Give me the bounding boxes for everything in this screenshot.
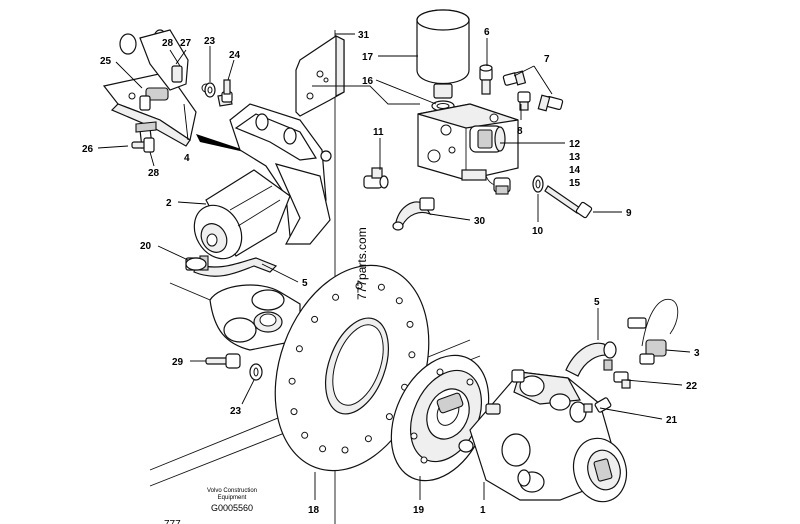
drawing-code: G0005560 <box>211 503 253 513</box>
watermark: 777parts.com <box>355 227 369 300</box>
callout-1: 1 <box>480 505 486 516</box>
disc-bolt-hole <box>355 282 363 290</box>
sensor-bracket-assembly <box>102 29 233 149</box>
callout-25: 25 <box>100 56 112 67</box>
callout-31: 31 <box>358 30 370 41</box>
disc-bolt-hole <box>377 283 385 291</box>
callout-23-top: 23 <box>204 36 216 47</box>
callout-13: 13 <box>569 152 581 163</box>
disc-bolt-hole <box>332 293 340 301</box>
disc-bolt-hole <box>311 315 319 323</box>
disc-bolt-hole <box>290 408 298 416</box>
disc-bolt-hole <box>288 377 296 385</box>
callout-7: 7 <box>544 54 550 65</box>
disc-bolt-hole <box>408 351 416 359</box>
callout-12: 12 <box>569 139 581 150</box>
disc-bolt-hole <box>364 435 372 443</box>
bolt-29 <box>205 353 241 369</box>
callout-5-upper: 5 <box>302 278 308 289</box>
callout-17: 17 <box>362 52 374 63</box>
brand-line-1: Volvo Construction <box>207 488 257 494</box>
callout-28-top: 28 <box>162 38 174 49</box>
leader-lines <box>97 33 691 500</box>
disc-bolt-hole <box>295 345 303 353</box>
callout-19: 19 <box>413 505 425 516</box>
callout-2: 2 <box>166 198 172 209</box>
brake-hose-upper <box>185 255 278 277</box>
fitting-22 <box>613 371 631 389</box>
callout-10: 10 <box>532 226 544 237</box>
brake-hose-lower <box>565 341 617 377</box>
disc-bolt-hole <box>341 446 349 454</box>
fittings-7-8 <box>502 70 564 112</box>
callout-15: 15 <box>569 178 581 189</box>
fitting-11 <box>320 150 389 189</box>
callout-5-lower: 5 <box>594 297 600 308</box>
accumulator <box>416 9 470 112</box>
callout-28-bottom: 28 <box>148 168 160 179</box>
brake-caliper <box>458 369 628 503</box>
axle-hub <box>209 284 301 351</box>
corner-text: 777 <box>164 519 181 524</box>
disc-bolt-hole <box>385 413 393 421</box>
callout-11: 11 <box>373 127 384 138</box>
sensor-3 <box>627 298 679 365</box>
callout-14: 14 <box>569 165 581 176</box>
hose-30 <box>392 197 435 231</box>
disc-bolt-hole <box>301 431 309 439</box>
bolt-9 <box>544 185 593 219</box>
callout-8: 8 <box>517 126 523 137</box>
callout-30: 30 <box>474 216 486 227</box>
callout-20: 20 <box>140 241 152 252</box>
callout-6: 6 <box>484 27 490 38</box>
valve-block <box>417 103 519 195</box>
callout-3: 3 <box>694 348 700 359</box>
disc-bolt-hole <box>395 297 403 305</box>
callout-9: 9 <box>626 208 632 219</box>
callout-26: 26 <box>82 144 94 155</box>
callout-22: 22 <box>686 381 698 392</box>
callout-16: 16 <box>362 76 374 87</box>
brand-line-2: Equipment <box>218 495 247 501</box>
callout-18: 18 <box>308 505 320 516</box>
brake-cylinder <box>193 169 291 260</box>
callout-29: 29 <box>172 357 184 368</box>
callout-23-bottom: 23 <box>230 406 242 417</box>
bolt-26 <box>131 137 155 153</box>
disc-bolt-hole <box>406 320 414 328</box>
callout-4: 4 <box>184 153 190 164</box>
callout-24: 24 <box>229 50 241 61</box>
callout-numbers: 31 17 6 7 16 8 11 12 13 14 15 9 10 30 28… <box>82 27 700 516</box>
manifold-bracket <box>295 35 420 117</box>
bolt-24 <box>221 79 233 103</box>
disc-bolt-hole <box>319 445 327 453</box>
callout-21: 21 <box>666 415 678 426</box>
fitting-6 <box>479 64 493 95</box>
caliper-bracket <box>229 103 331 245</box>
brake-disc <box>274 264 430 472</box>
callout-27: 27 <box>180 38 192 49</box>
